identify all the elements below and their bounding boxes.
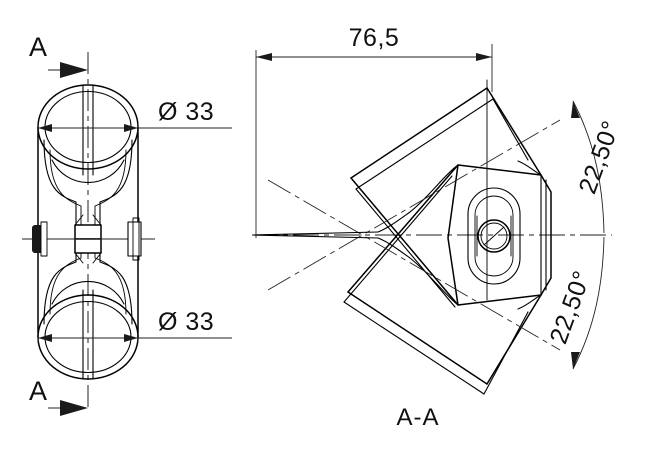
upper-saddle-arc	[51, 159, 125, 184]
lower-arm-bottom-edge-inner	[343, 301, 485, 395]
lower-arm-left-end-inner	[343, 175, 453, 303]
section-marker-top: A	[29, 32, 88, 78]
upper-arm-centerline	[267, 119, 561, 291]
right-boss-shoulder	[132, 217, 140, 261]
dimension-angle-upper: 22,50°	[571, 100, 626, 234]
upper-arm-top-edge-inner	[355, 98, 494, 190]
dim-angle-upper-arc	[572, 100, 605, 234]
pivot-bore-slot	[483, 226, 505, 246]
dim-lower-arrow-right	[124, 334, 138, 342]
upper-arm-blend-curve	[377, 164, 459, 233]
pivot-bore-inner	[480, 222, 508, 250]
dimension-76-5: 76,5	[255, 24, 493, 238]
lower-saddle-arc	[51, 280, 125, 305]
upper-arm-left-end-inner	[355, 188, 456, 308]
hub-chamfer-bottom-right	[517, 294, 542, 310]
dim-upper-text: Ø 33	[158, 98, 214, 126]
dimension-diameter-lower: Ø 33	[37, 308, 232, 343]
lower-arm-left-end	[347, 164, 459, 293]
oblong-boss-outer	[467, 187, 521, 285]
pivot-block-lower	[74, 238, 102, 254]
section-label-top: A	[29, 32, 47, 62]
section-view: 76,5 22,50° 22,50° A-A	[252, 24, 626, 431]
section-arrow-top-head	[60, 62, 88, 78]
left-boss-collar	[40, 221, 48, 257]
dim-lower-text: Ø 33	[158, 308, 214, 336]
dim-765-arrow-right	[476, 53, 492, 61]
upper-arm-right-flank-inner	[492, 98, 529, 161]
dim-upper-arrow-left	[38, 124, 52, 132]
pivot-chamfer-bottom	[74, 252, 102, 264]
lower-arm-bottom-edge	[347, 291, 488, 385]
dimension-diameter-upper: Ø 33	[37, 98, 232, 133]
dim-upper-arrow-right	[124, 124, 138, 132]
upper-arm-right-flank	[486, 87, 542, 176]
dim-765-text: 76,5	[349, 24, 400, 52]
dim-lower-arrow-left	[38, 334, 52, 342]
left-boss-solid	[32, 225, 43, 253]
upper-arm-top-edge	[350, 87, 488, 179]
pivot-block-upper	[74, 224, 102, 240]
section-arrow-bottom-head	[60, 400, 88, 416]
right-boss-collar	[127, 221, 142, 257]
apex-line-lower	[252, 234, 379, 239]
lower-arm-blend-curve	[377, 237, 459, 306]
front-view: A A Ø 33	[22, 32, 232, 416]
waist-contour-right	[99, 139, 133, 325]
dim-angle-upper-text: 22,50°	[573, 117, 625, 198]
dim-angle-lower-arc	[572, 236, 605, 370]
hub-chamfer-top-right	[517, 160, 542, 176]
section-marker-bottom: A	[29, 376, 88, 416]
lower-arm-right-flank	[486, 294, 542, 385]
lower-arm-centerline	[267, 179, 561, 351]
oblong-boss-inner	[474, 195, 514, 277]
upper-arm-left-end	[350, 177, 459, 306]
dim-angle-lower-text: 22,50°	[544, 267, 596, 348]
dim-angle-upper-arrow	[571, 101, 580, 118]
apex-line-upper	[252, 231, 379, 236]
pivot-bore-outer	[477, 219, 511, 253]
dimension-angle-lower: 22,50°	[544, 236, 605, 370]
waist-contour-left	[43, 139, 77, 325]
section-label-bottom: A	[29, 376, 47, 406]
dim-angle-lower-arrow	[571, 352, 580, 369]
dim-765-arrow-left	[256, 53, 272, 61]
section-caption: A-A	[396, 404, 439, 431]
lower-arm-right-flank-inner	[483, 311, 529, 395]
pivot-chamfer-top	[74, 214, 102, 226]
